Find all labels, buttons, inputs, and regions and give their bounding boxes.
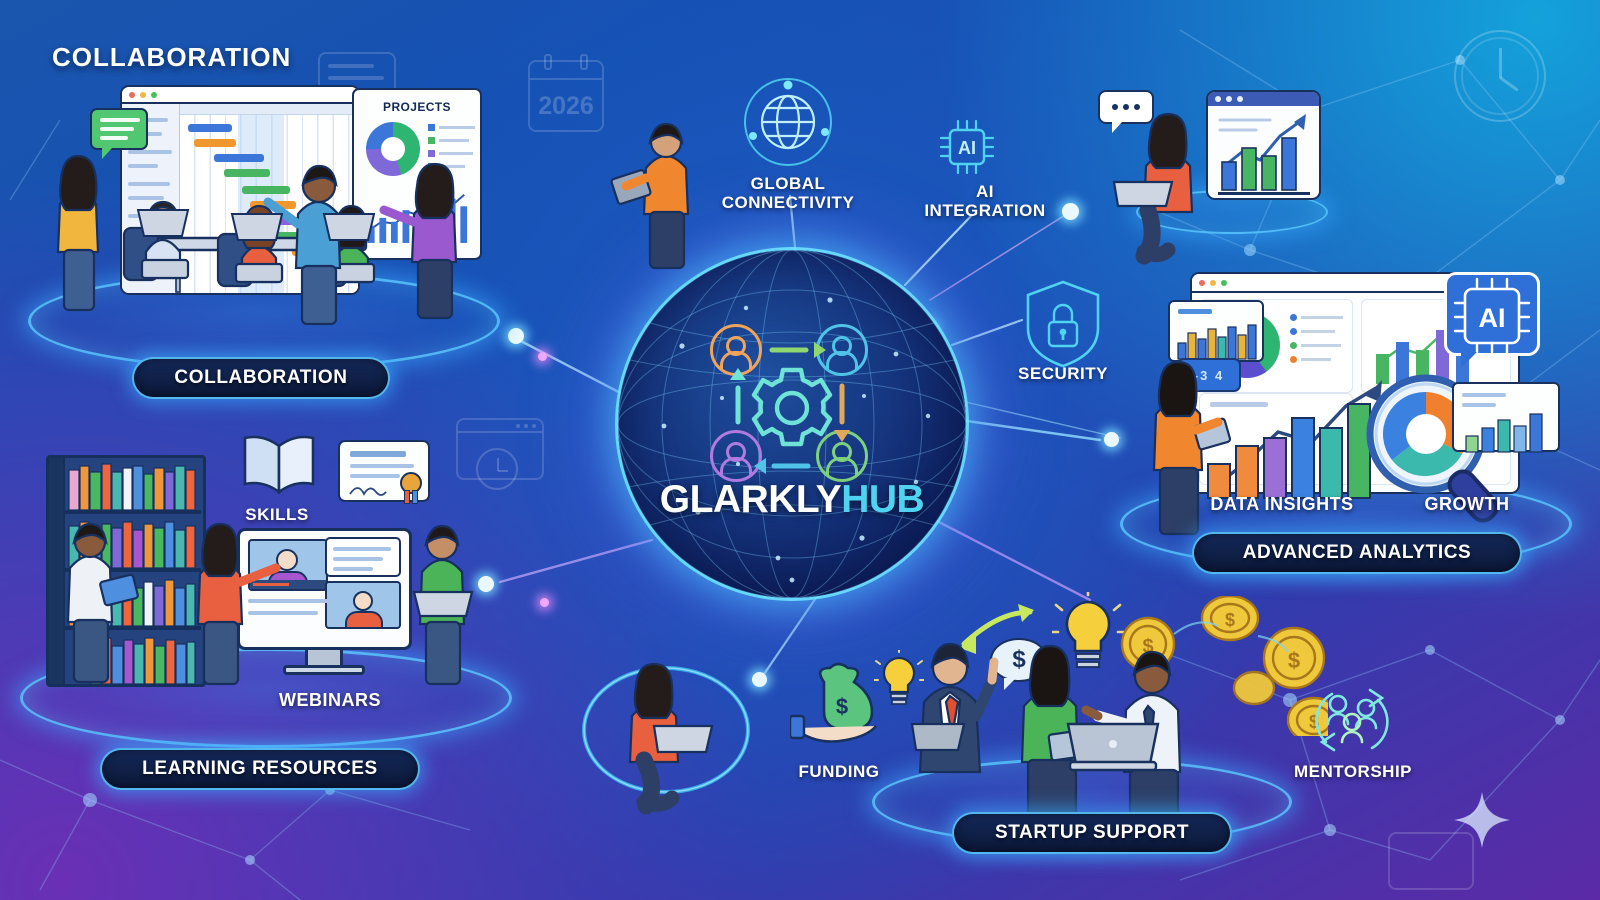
chat-bubble-icon-topright [1098,90,1154,133]
gantt-bar [242,186,290,194]
label-skills: SKILLS [245,505,309,524]
maximize-dot [1221,279,1227,286]
calendar-ghost-icon [528,54,604,132]
chat-bubble-icon [90,108,148,159]
connector-node [538,352,547,361]
brand-logo: GLARKLYHUB [618,478,966,522]
certificate-icon [338,440,430,504]
sparkle-icon [1454,792,1510,848]
globe-icon [744,78,832,166]
startup-people [910,642,1182,826]
ai-badge-text: AI [1479,303,1506,333]
lightbulb-icon-large [1052,592,1124,668]
svg-text:$: $ [1225,610,1235,630]
label-growth: GROWTH [1424,494,1510,514]
webinar-monitor [237,528,412,650]
central-globe: GLARKLYHUB [618,250,966,598]
monitor-base [283,665,365,675]
maximize-dot [151,91,157,98]
connector-node [1104,432,1119,447]
label-data-insights: DATA INSIGHTS [1210,494,1354,514]
svg-text:$: $ [1309,712,1319,732]
connector-node [540,598,549,607]
brand-name-secondary: HUB [841,478,925,521]
clock-large-ghost-icon [1454,30,1546,122]
minimize-dot [1210,279,1216,286]
label-webinars: WEBINARS [279,690,381,710]
gantt-bar [224,169,270,177]
badge-startup-support[interactable]: STARTUP SUPPORT [952,812,1232,854]
dollar-sign: $ [1012,646,1026,673]
label-security: SECURITY [1018,364,1108,383]
data-insights-chart [1207,380,1382,499]
ai-chip-text: AI [958,138,976,158]
money-bag-hand-icon: $ [790,662,878,743]
gantt-bar [214,154,264,162]
window-dot [1226,96,1232,102]
badge-collaboration[interactable]: COLLABORATION [132,357,390,399]
gantt-bar [194,139,236,147]
svg-text:$: $ [1288,648,1300,673]
connector-node [752,672,767,687]
person-with-tablet [610,122,690,270]
ai-badge: AI [1444,272,1540,368]
badge-advanced-analytics[interactable]: ADVANCED ANALYTICS [1192,532,1522,574]
close-dot [1199,279,1205,286]
learning-people [66,522,474,686]
label-line2: CONNECTIVITY [721,193,855,213]
window-dot [1215,96,1221,102]
analytics-side-chart-card [1168,300,1264,362]
seated-person-topright [1112,112,1194,265]
numeric-bubble-text: -3 4 [1193,367,1225,383]
connector-node [508,328,524,344]
shield-lock-icon [1026,280,1100,368]
label-line2: INTEGRATION [924,201,1046,221]
open-book-icon [243,435,315,494]
people-cycle-icon [1315,688,1389,752]
window-dot [1237,96,1243,102]
projects-panel-title: PROJECTS [383,100,451,114]
monitor-ghost-icon [1388,832,1474,890]
minimize-dot [140,91,146,98]
label-global-connectivity: GLOBAL CONNECTIVITY [688,174,888,212]
topright-chart-window [1206,90,1321,200]
label-mentorship: MENTORSHIP [1293,762,1413,781]
calendar-year-label: 2026 [538,92,594,120]
window-titlebar [122,87,358,104]
ai-chip-icon: AI [939,119,995,175]
lightbulb-icon-small [874,650,924,705]
analytics-right-chart-card [1452,382,1560,453]
dollar-sign: $ [836,694,848,719]
svg-text:$: $ [1142,636,1153,658]
window-titlebar [1208,92,1319,106]
label-funding: FUNDING [798,762,880,781]
connector-node [478,576,494,592]
clock-ghost-icon [476,448,518,490]
gantt-bar [188,124,232,132]
label-ai-integration: AI INTEGRATION [890,182,1080,220]
analyst-person [1152,360,1232,536]
window-titlebar [1192,274,1518,293]
label-line1: GLOBAL [750,174,826,193]
badge-learning-resources[interactable]: LEARNING RESOURCES [100,748,420,790]
brand-name-primary: GLARKLY [659,478,842,521]
close-dot [129,91,135,98]
user-icon-purple [710,430,762,482]
projects-donut-chart [366,122,420,176]
page-title: COLLABORATION [52,42,292,72]
collaboration-people [56,154,458,326]
exchange-arrow-icon [960,604,1034,654]
connector-node [1062,203,1079,220]
cycle-arrows [730,342,850,474]
label-line1: AI [976,182,994,201]
seated-person-bottom-center [628,662,714,815]
